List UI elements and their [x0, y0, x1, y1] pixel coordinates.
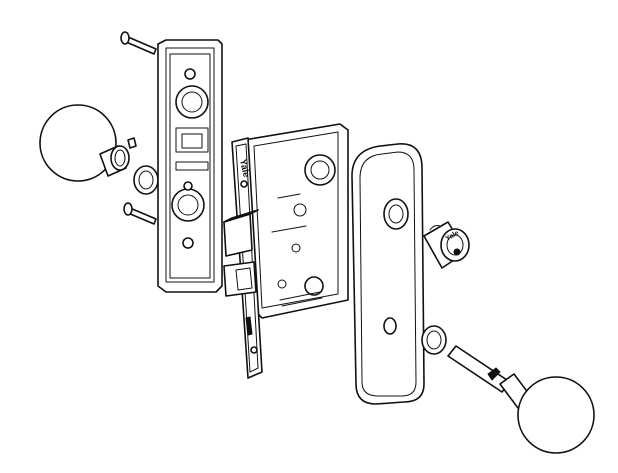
inside-escutcheon: [157, 39, 223, 293]
mortise-lock-body: Yale: [223, 123, 349, 379]
outside-escutcheon: [351, 143, 425, 405]
mortise-cylinder: Yale: [423, 221, 470, 269]
bottom-screw: [123, 202, 157, 225]
left-rose-ring: [133, 165, 159, 195]
left-knob: [39, 104, 137, 182]
right-knob: [447, 345, 595, 454]
case-brand-label: Yale: [238, 158, 252, 178]
right-rose-ring: [421, 325, 447, 355]
top-screw: [120, 31, 157, 55]
